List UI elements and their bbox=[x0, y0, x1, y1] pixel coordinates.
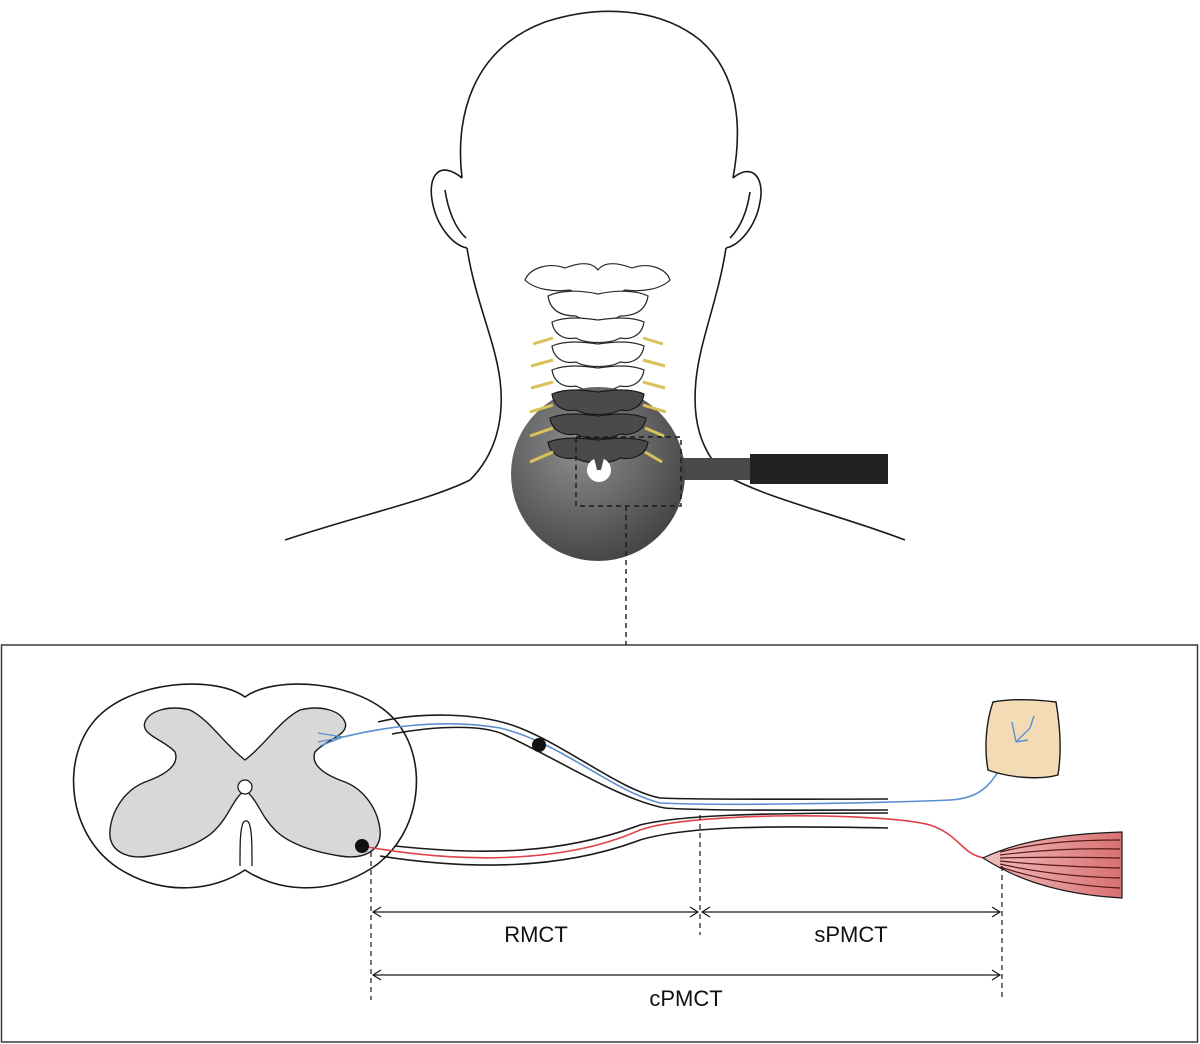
motor-fiber bbox=[362, 816, 985, 858]
dorsal-root-ganglion-cell bbox=[532, 738, 546, 752]
spmct-label: sPMCT bbox=[814, 922, 887, 947]
nerve-pathways bbox=[318, 715, 1030, 866]
anterior-fissure bbox=[240, 821, 252, 866]
magnetic-coil bbox=[511, 387, 888, 645]
coil-handle-neck bbox=[680, 458, 755, 480]
motor-neuron-cell bbox=[355, 839, 369, 853]
central-canal bbox=[238, 780, 252, 794]
cpmct-label: cPMCT bbox=[649, 986, 722, 1011]
measurement-guides bbox=[371, 815, 1002, 1000]
rmct-label: RMCT bbox=[504, 922, 568, 947]
sensory-fiber bbox=[343, 724, 1016, 804]
skin-receptor bbox=[986, 700, 1060, 778]
muscle-icon bbox=[983, 832, 1122, 898]
cervical-spine-under-coil bbox=[548, 390, 648, 463]
coil-handle bbox=[750, 454, 888, 484]
spinal-cord-cross-section bbox=[74, 684, 417, 888]
